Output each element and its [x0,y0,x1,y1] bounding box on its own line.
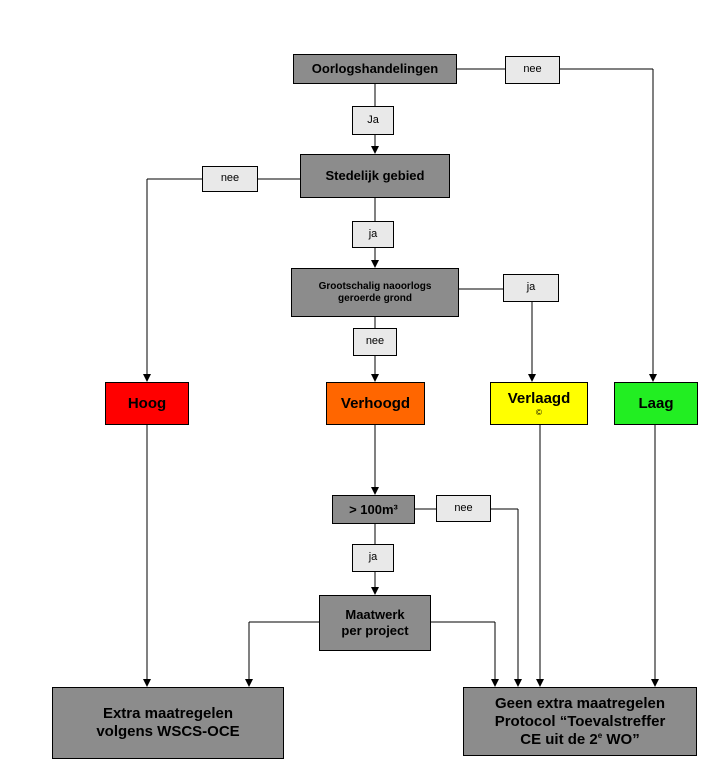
node-maatwerk: Maatwerk per project [319,595,431,651]
node-oorlogshandelingen-label: Oorlogshandelingen [311,61,439,77]
outcome-geen-extra-maatregelen: Geen extra maatregelen Protocol “Toevals… [463,687,697,756]
edge-label-stedelijk-ja: ja [352,221,394,248]
level-verhoogd: Verhoogd [326,382,425,425]
edge-label-grootschalig-nee-text: nee [365,335,385,348]
outcome-extra-maatregelen: Extra maatregelen volgens WSCS-OCE [52,687,284,759]
level-hoog-label: Hoog [127,394,167,412]
node-volume: > 100m³ [332,495,415,524]
node-stedelijk-gebied: Stedelijk gebied [300,154,450,198]
level-hoog: Hoog [105,382,189,425]
edge-label-oorlog-ja: Ja [352,106,394,135]
node-stedelijk-gebied-label: Stedelijk gebied [325,168,425,184]
copyright-mark: © [536,407,542,417]
edge-label-volume-nee-text: nee [454,501,473,514]
outcome-extra-line2: volgens WSCS-OCE [96,723,240,740]
edge-label-grootschalig-ja: ja [503,274,559,302]
node-grootschalig-line2: geroerde grond [338,292,412,304]
node-volume-label: > 100m³ [349,501,398,517]
outcome-extra-line1: Extra maatregelen [102,705,234,722]
level-verhoogd-label: Verhoogd [340,394,411,412]
edge-label-volume-ja: ja [352,544,394,572]
edge-label-grootschalig-nee: nee [353,328,397,356]
edge-label-stedelijk-nee: nee [202,166,258,192]
node-grootschalig: Grootschalig naoorlogs geroerde grond [291,268,459,317]
edge-label-oorlog-nee-text: nee [523,63,542,76]
edge-label-volume-ja-text: ja [368,551,378,564]
outcome-geen-line2: Protocol “Toevalstreffer [494,712,666,730]
outcome-geen-line3-sup: e [597,730,603,740]
edge-label-oorlog-nee: nee [505,56,560,84]
node-grootschalig-line1: Grootschalig naoorlogs [318,280,432,292]
edge-label-grootschalig-ja-text: ja [526,281,536,294]
outcome-geen-line3-pre: CE uit de 2 [520,730,598,748]
edge-label-oorlog-ja-text: Ja [367,113,379,126]
level-laag-label: Laag [638,394,674,412]
level-laag: Laag [614,382,698,425]
level-verlaagd: Verlaagd © [490,382,588,425]
node-oorlogshandelingen: Oorlogshandelingen [293,54,457,84]
edge-label-stedelijk-ja-text: ja [368,227,378,240]
outcome-geen-line1: Geen extra maatregelen [494,694,666,712]
level-verlaagd-label: Verlaagd [507,389,571,407]
outcome-geen-line3: CE uit de 2e WO” [520,731,639,749]
edge-label-volume-nee: nee [436,495,491,522]
edge-label-stedelijk-nee-text: nee [220,172,240,185]
node-maatwerk-line2: per project [341,623,409,638]
outcome-geen-line3-post: WO” [602,730,640,748]
node-maatwerk-line1: Maatwerk [345,607,405,623]
